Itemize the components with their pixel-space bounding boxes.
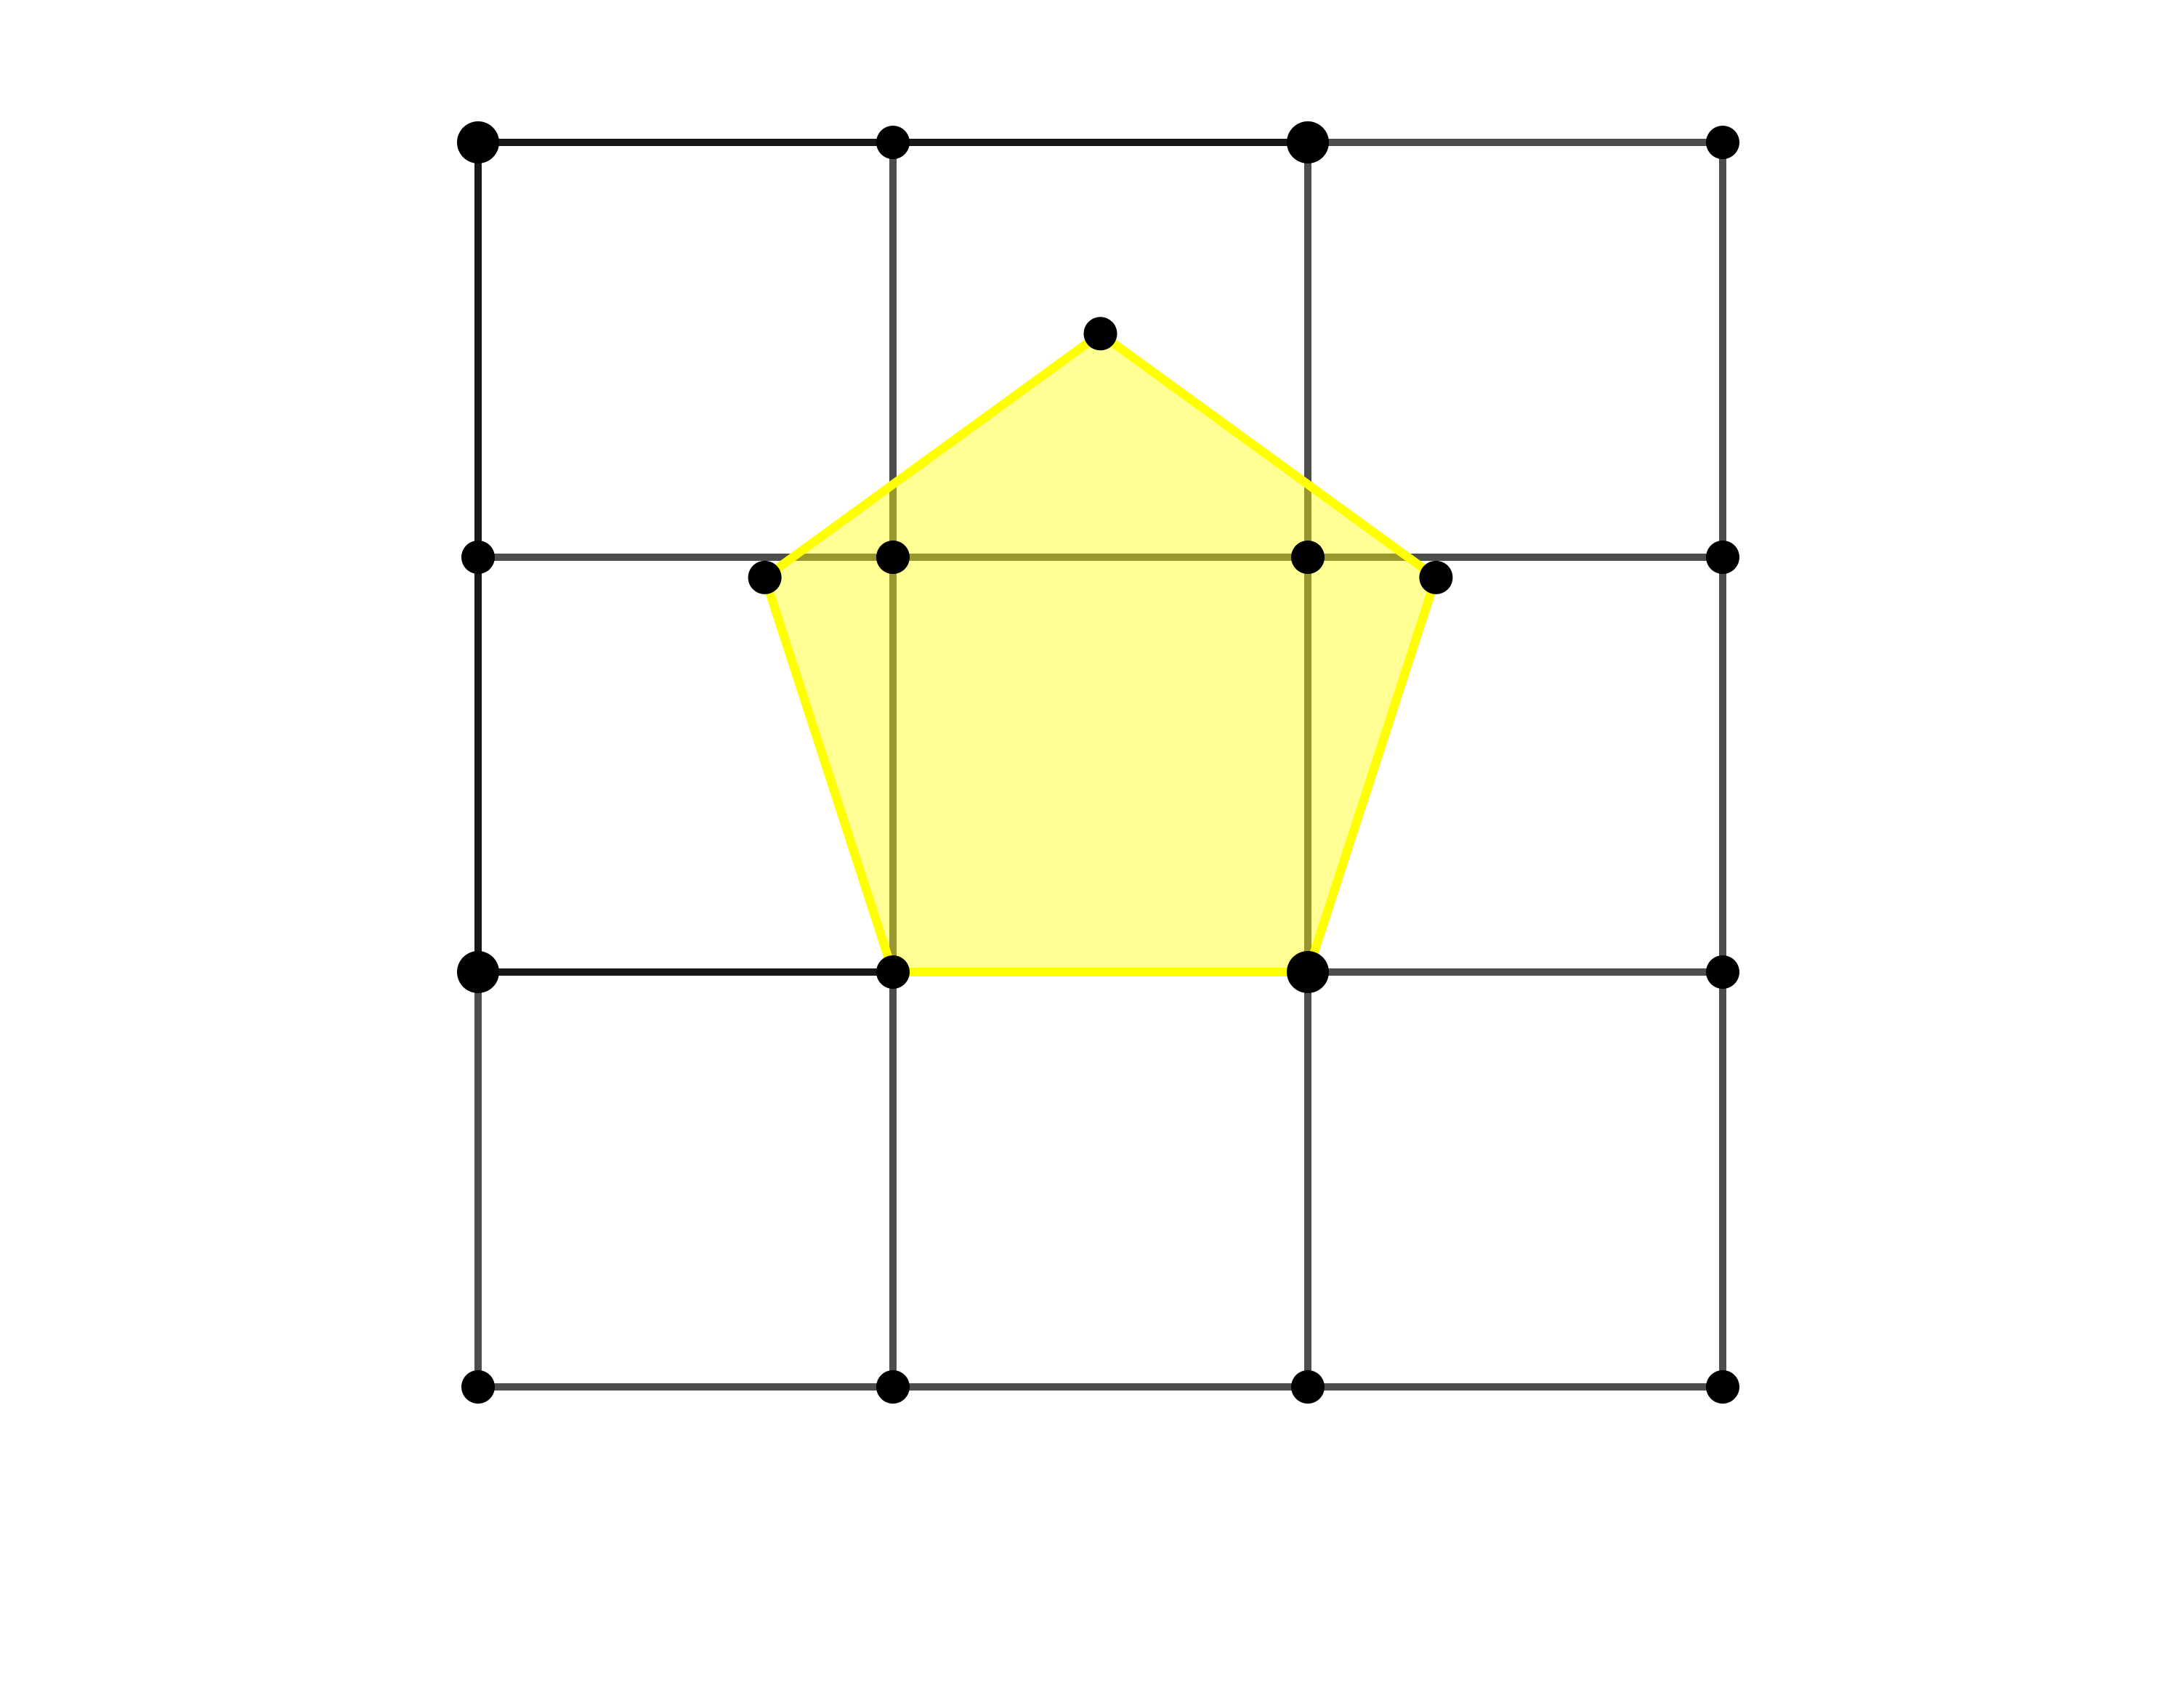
grid-vertex [876, 1370, 910, 1404]
regular-pentagon [759, 328, 1442, 976]
pentagon-layer [759, 328, 1442, 976]
pentagon-vertex [1419, 560, 1453, 594]
grid-vertex [876, 541, 910, 574]
pentagon-vertex [1083, 317, 1117, 351]
grid-vertex [1287, 121, 1329, 163]
pentagon-vertex [748, 560, 782, 594]
grid-vertex [1706, 541, 1739, 574]
grid-vertex [1706, 1370, 1739, 1404]
grid-vertex [457, 951, 499, 993]
grid-vertex [461, 541, 495, 574]
grid-vertex [1291, 1370, 1325, 1404]
grid-vertex [1291, 541, 1325, 574]
grid-vertex [1706, 126, 1739, 159]
grid-vertex [876, 955, 910, 989]
pentagon-vertices [748, 317, 1453, 594]
grid-vertex [1287, 951, 1329, 993]
grid-vertices [457, 121, 1739, 1404]
grid-lines [474, 139, 1726, 1391]
grid-vertex [457, 121, 499, 163]
grid-vertex [461, 1370, 495, 1404]
grid-vertex [1706, 955, 1739, 989]
grid-vertex [876, 126, 910, 159]
